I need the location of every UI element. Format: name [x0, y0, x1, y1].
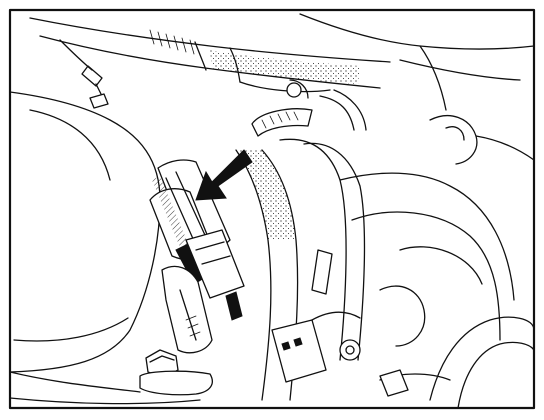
- right-upper-hose: [299, 13, 534, 111]
- hex-bolt: [139, 349, 213, 396]
- upper-hose: [29, 17, 391, 93]
- engine-block: [339, 115, 534, 361]
- callout-arrow: [195, 149, 253, 201]
- figure-frame: [8, 8, 536, 410]
- mounting-bracket: [161, 265, 213, 354]
- lower-right-hose: [429, 316, 534, 408]
- hose-clamp: [251, 108, 313, 137]
- sensor-connector-assembly: [149, 159, 245, 321]
- coolant-hose: [235, 138, 366, 401]
- lower-connector: [271, 249, 451, 397]
- retaining-clip: [59, 39, 109, 109]
- vacuum-line: [286, 79, 367, 131]
